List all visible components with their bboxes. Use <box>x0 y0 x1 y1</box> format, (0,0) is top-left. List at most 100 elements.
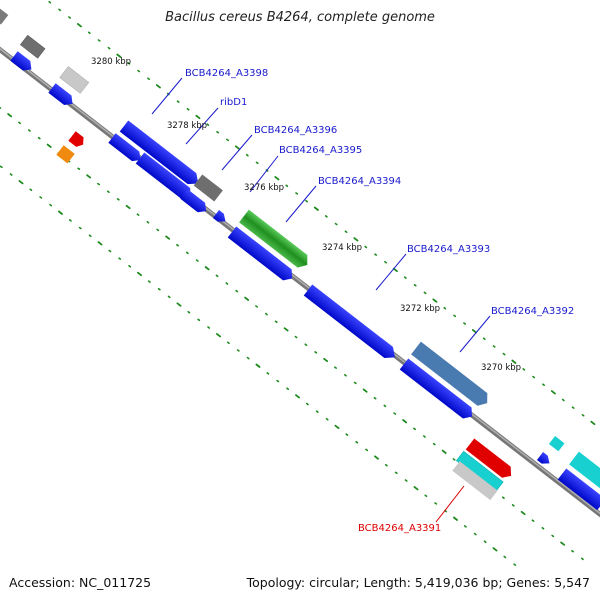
gene-label-a3391[interactable]: BCB4264_A3391 <box>358 523 441 534</box>
gene-bcb4264-a3398[interactable] <box>119 120 203 189</box>
tick-mark <box>186 251 189 255</box>
kbp-label-3270: 3270 kbp <box>481 363 521 373</box>
tick-mark <box>207 326 211 329</box>
map-title: Bacillus cereus B4264, complete genome <box>165 10 435 25</box>
tick-mark <box>46 143 52 148</box>
tick-mark <box>294 335 298 339</box>
gene-blue-1[interactable] <box>10 51 35 74</box>
gene-gray-3396[interactable] <box>193 174 223 202</box>
gene-blue-ribd1-lower[interactable] <box>108 133 144 165</box>
tick-mark <box>136 271 143 277</box>
tick-mark <box>235 289 239 293</box>
gene-blue-7[interactable] <box>536 452 553 467</box>
tick-mark <box>236 349 240 352</box>
tick-mark <box>422 435 426 438</box>
tick-mark <box>255 161 259 165</box>
tick-mark <box>283 327 289 332</box>
gene-label-a3392[interactable]: BCB4264_A3392 <box>491 306 574 317</box>
gene-label-a3398[interactable]: BCB4264_A3398 <box>185 68 268 79</box>
tick-mark <box>473 532 477 536</box>
tick-mark <box>513 563 517 566</box>
tick-mark <box>118 257 122 260</box>
gene-bcb4264-a3394[interactable] <box>239 209 312 272</box>
tick-mark <box>541 526 545 530</box>
gene-cyan-2[interactable] <box>548 436 565 452</box>
gene-bcb4264-a3391[interactable] <box>465 438 516 481</box>
gene-label-a3394[interactable]: BCB4264_A3394 <box>318 176 401 187</box>
gene-blue-3[interactable] <box>135 152 195 202</box>
tick-mark <box>315 410 319 413</box>
tick-mark <box>492 547 498 552</box>
gene-label-a3395[interactable]: BCB4264_A3395 <box>279 145 362 156</box>
tick-mark <box>216 131 220 134</box>
gene-orange-small[interactable] <box>56 145 75 164</box>
backbone-line <box>0 46 600 518</box>
tick-mark <box>520 510 526 516</box>
tick-mark <box>580 557 584 561</box>
gene-blue-8[interactable] <box>557 468 600 511</box>
tick-mark <box>551 534 555 538</box>
tick-mark <box>344 230 348 233</box>
tick-mark <box>492 345 496 348</box>
gene-blue-2[interactable] <box>48 83 76 108</box>
tick-mark <box>571 549 575 553</box>
tick-mark <box>125 204 131 210</box>
tick-mark <box>97 182 100 186</box>
gene-label-ribd1[interactable]: ribD1 <box>220 97 247 108</box>
kbp-label-3278: 3278 kbp <box>167 121 207 131</box>
tick-mark <box>255 305 259 308</box>
tick-mark <box>511 359 517 364</box>
tick-mark <box>550 390 556 395</box>
tick-mark <box>108 249 112 253</box>
gene-lightgray-2[interactable] <box>452 461 498 501</box>
tick-mark <box>226 138 229 142</box>
tick-mark <box>226 341 230 345</box>
tick-mark <box>206 123 210 126</box>
tick-mark <box>88 234 92 237</box>
tick-mark <box>353 237 359 242</box>
tick-mark <box>176 100 180 103</box>
gene-label-a3396[interactable]: BCB4264_A3396 <box>254 125 337 136</box>
tick-mark <box>501 496 505 500</box>
tick-mark <box>362 388 368 393</box>
gene-bcb4264-a3393[interactable] <box>303 284 400 362</box>
tick-mark <box>423 291 427 295</box>
tick-mark <box>413 283 417 287</box>
gene-blue-4[interactable] <box>180 189 209 216</box>
tick-mark <box>167 295 171 299</box>
gene-gray-topleft[interactable] <box>0 5 9 25</box>
tick-mark <box>234 145 240 150</box>
gene-label-a3393[interactable]: BCB4264_A3393 <box>407 244 490 255</box>
tick-mark <box>37 136 41 140</box>
tick-mark <box>384 463 388 467</box>
tick-mark <box>58 8 62 12</box>
tick-mark <box>276 379 280 383</box>
tick-mark <box>76 22 82 28</box>
gene-blue-small[interactable] <box>212 210 229 225</box>
tick-mark <box>452 516 459 521</box>
tick-mark <box>325 417 329 421</box>
tick-mark <box>441 449 447 454</box>
gene-cyan-3[interactable] <box>569 451 600 489</box>
tick-mark <box>87 31 91 35</box>
tick-mark <box>195 114 201 120</box>
tick-mark <box>383 404 387 408</box>
gene-blue-5[interactable] <box>227 226 297 284</box>
tick-mark <box>503 555 507 559</box>
gene-bcb4264-a3392[interactable] <box>411 341 492 410</box>
tick-mark <box>471 328 477 334</box>
gene-red-small[interactable] <box>68 131 86 149</box>
gene-blue-6[interactable] <box>399 358 477 422</box>
tick-mark <box>581 413 585 417</box>
label-leader-lines <box>151 77 491 523</box>
tick-mark <box>432 298 438 303</box>
tick-mark <box>285 184 289 188</box>
tick-mark <box>27 129 31 132</box>
tick-mark <box>286 387 290 391</box>
gene-lightgray-1[interactable] <box>59 66 90 94</box>
tick-mark <box>394 471 398 475</box>
tick-mark <box>244 296 250 301</box>
tick-mark <box>195 259 199 262</box>
gene-gray-1[interactable] <box>19 34 46 59</box>
